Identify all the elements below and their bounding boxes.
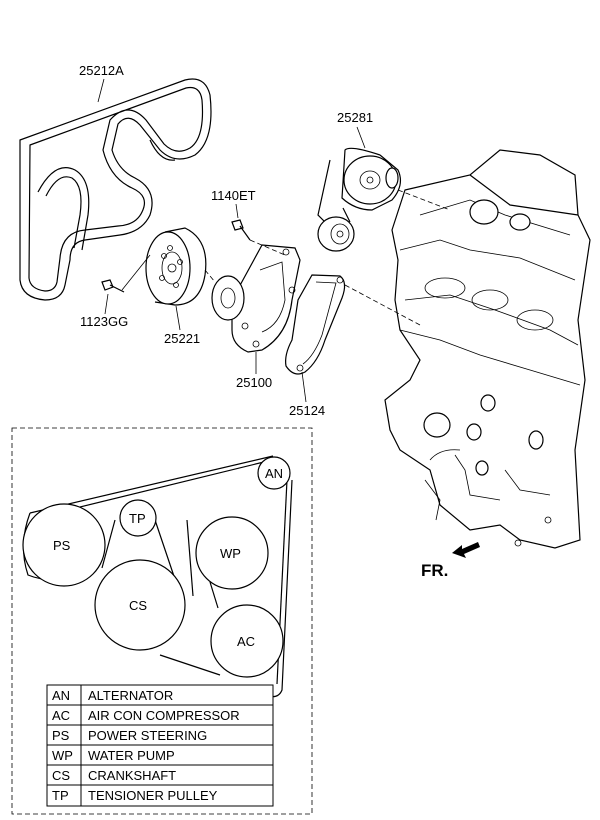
pulley-ps: PS xyxy=(22,503,106,587)
pulley-label-wp: WP xyxy=(220,546,241,561)
legend-name: AIR CON COMPRESSOR xyxy=(88,708,240,723)
water-pump-drawing xyxy=(204,244,301,353)
pulley-tp: TP xyxy=(119,499,157,537)
legend-code: WP xyxy=(52,748,73,763)
legend-table: AN ALTERNATOR AC AIR CON COMPRESSOR PS P… xyxy=(46,684,274,807)
drive-belt-drawing xyxy=(19,78,212,301)
front-direction-indicator: FR. xyxy=(421,542,480,580)
part-label-bolt-top: 1140ET xyxy=(211,188,256,203)
bolt-1140et-drawing xyxy=(231,219,286,256)
gasket-drawing xyxy=(285,274,421,375)
pulley-wp: WP xyxy=(195,516,269,590)
legend-name: ALTERNATOR xyxy=(88,688,173,703)
front-label: FR. xyxy=(421,561,448,580)
part-label-bolt-left: 1123GG xyxy=(80,314,128,329)
legend-name: CRANKSHAFT xyxy=(88,768,176,783)
legend-code: TP xyxy=(52,788,69,803)
pulley-ac: AC xyxy=(210,604,284,678)
bolt-1123gg-drawing xyxy=(101,279,125,293)
part-label-tensioner: 25281 xyxy=(337,110,373,125)
part-label-pump-pulley: 25221 xyxy=(164,331,200,346)
pump-pulley-drawing xyxy=(121,227,207,306)
pulley-label-ps: PS xyxy=(53,538,71,553)
pulley-label-an: AN xyxy=(265,466,283,481)
legend-code: AC xyxy=(52,708,70,723)
pulley-label-tp: TP xyxy=(129,511,146,526)
pulley-label-cs: CS xyxy=(129,598,147,613)
part-label-water-pump: 25100 xyxy=(236,375,272,390)
tensioner-drawing xyxy=(317,147,451,252)
legend-name: WATER PUMP xyxy=(88,748,175,763)
legend-name: POWER STEERING xyxy=(88,728,207,743)
legend-code: PS xyxy=(52,728,70,743)
part-label-gasket: 25124 xyxy=(289,403,325,418)
pulley-cs: CS xyxy=(94,559,186,651)
pulley-an: AN xyxy=(257,456,291,490)
part-label-belt: 25212A xyxy=(79,63,124,78)
legend-code: CS xyxy=(52,768,70,783)
belt-routing-frame xyxy=(11,427,313,815)
pulley-label-ac: AC xyxy=(237,634,255,649)
legend-code: AN xyxy=(52,688,70,703)
legend-name: TENSIONER PULLEY xyxy=(88,788,218,803)
engine-block-drawing xyxy=(384,149,591,549)
